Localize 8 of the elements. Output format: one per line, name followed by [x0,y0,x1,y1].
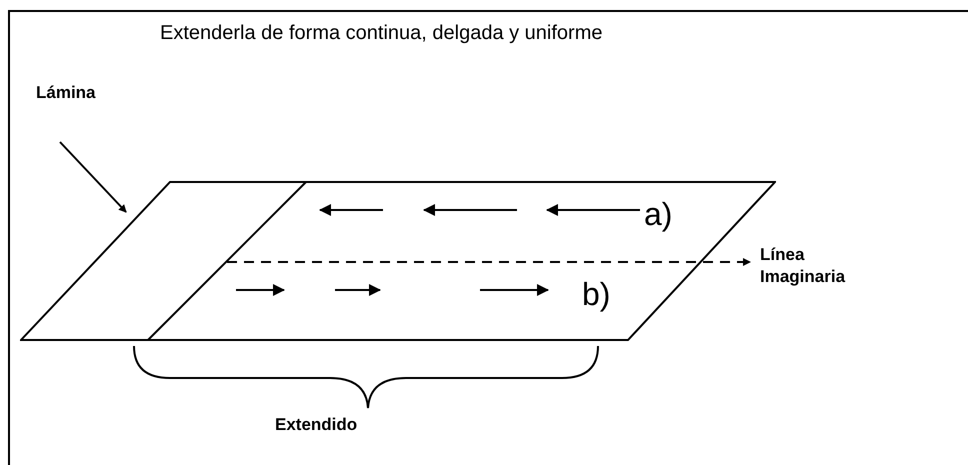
arrow [59,141,127,213]
title: Extenderla de forma continua, delgada y uniforme [160,21,602,46]
text-label: Lámina [36,80,126,106]
part-label: b) [582,275,610,314]
dashed-arrow [227,258,751,266]
part-label: a) [644,195,672,234]
text-label: Línea Imaginaria [760,244,890,288]
brace-label: Extendido [275,414,358,436]
